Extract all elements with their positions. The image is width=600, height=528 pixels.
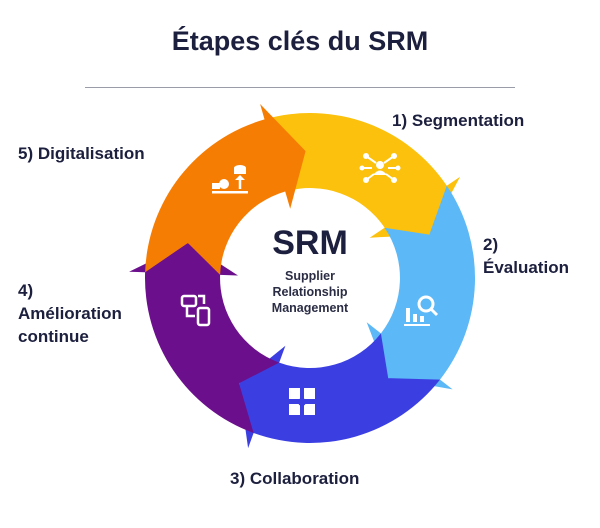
center-line-2: Relationship (272, 285, 348, 299)
puzzle-hands-icon (289, 388, 315, 415)
page-title: Étapes clés du SRM (171, 26, 429, 56)
center-line-3: Management (271, 301, 349, 315)
center-line-1: Supplier (284, 269, 335, 283)
center-acronym: SRM (272, 224, 348, 262)
network-people-icon (359, 153, 401, 183)
center-subtitle: Supplier Relationship Management (230, 268, 390, 316)
step-label-collaboration: 3) Collaboration (230, 469, 360, 488)
digital-factory-icon (212, 165, 248, 194)
arrow-evaluation (366, 185, 476, 390)
step-label-evaluation: 2)Évaluation (483, 235, 569, 277)
chart-magnifier-icon (404, 295, 439, 326)
arrow-collaboration (239, 333, 440, 449)
step-label-digitalisation: 5) Digitalisation (18, 144, 145, 163)
step-label-segmentation: 1) Segmentation (392, 111, 525, 130)
arrow-digitalisation (145, 104, 306, 275)
devices-sync-icon (180, 294, 211, 327)
arrow-segmentation (264, 112, 461, 238)
title-divider (85, 87, 515, 88)
arrow-amelioration (129, 243, 280, 433)
